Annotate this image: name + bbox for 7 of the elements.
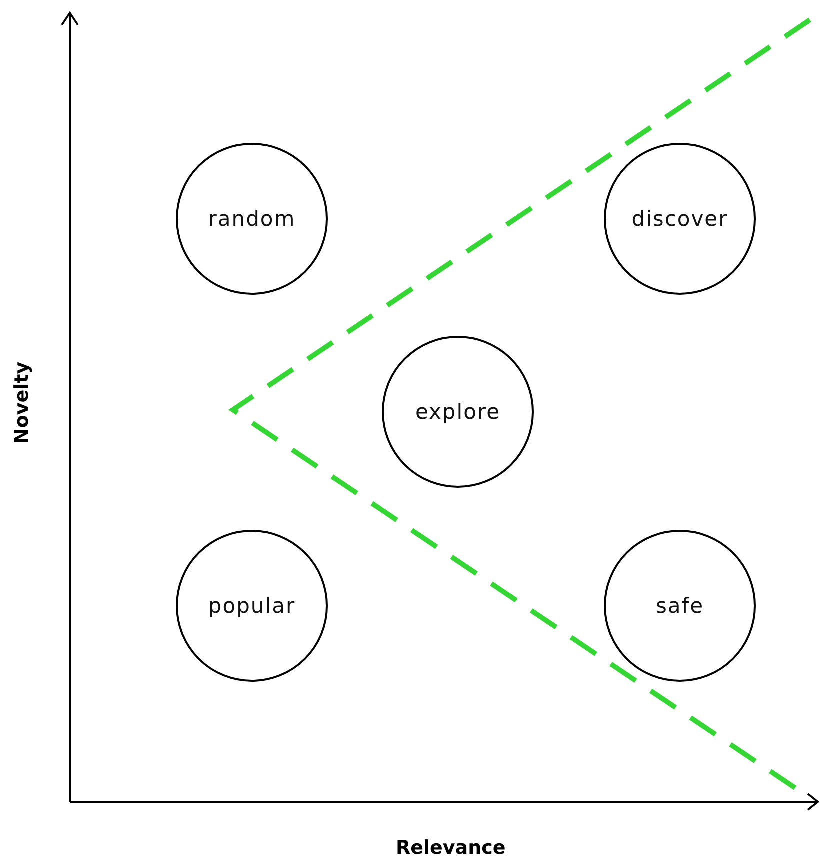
node-label: random [208,207,296,231]
node-label: explore [415,400,501,424]
x-axis-label: Relevance [396,837,506,859]
node-label: popular [208,594,296,618]
node-label: discover [632,207,728,231]
node-label: safe [656,594,704,618]
y-axis-label: Novelty [11,362,34,444]
